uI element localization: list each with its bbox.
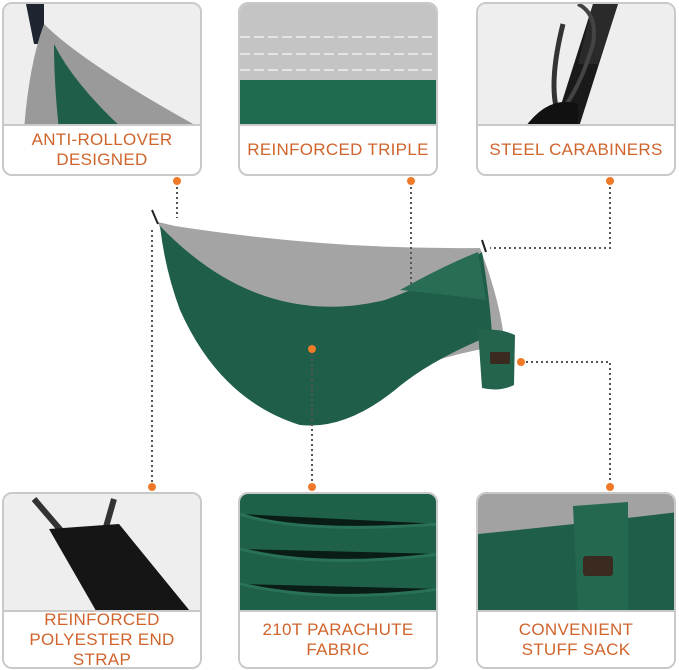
end-strap-photo: [4, 494, 200, 616]
carabiner-photo: [478, 4, 674, 130]
feature-label-line: REINFORCED: [44, 609, 160, 629]
feature-label: STEEL CARABINERS: [489, 140, 663, 159]
feature-label-line: DESIGNED: [56, 150, 148, 169]
feature-label-line: FABRIC: [306, 639, 370, 659]
feature-label-line: CONVENIENT: [518, 619, 634, 639]
feature-label-line: POLYESTER END STRAP: [29, 629, 175, 669]
feature-label-line: STUFF SACK: [521, 639, 631, 659]
feature-label-line: 210T PARACHUTE: [262, 619, 414, 639]
feature-reinforced-triple: REINFORCED TRIPLE: [238, 2, 438, 176]
hammock: [151, 209, 515, 426]
feature-steel-carabiners: STEEL CARABINERS: [476, 2, 676, 176]
stuff-sack-photo: [478, 494, 674, 616]
fabric-photo: [240, 494, 436, 616]
feature-label-line: ANTI-ROLLOVER: [31, 130, 173, 149]
callout-dots: [148, 177, 614, 491]
stitching-photo: [240, 4, 436, 130]
anti-rollover-photo: [4, 4, 200, 130]
callout-lines: [151, 182, 611, 487]
feature-label: REINFORCED TRIPLE: [247, 140, 429, 159]
